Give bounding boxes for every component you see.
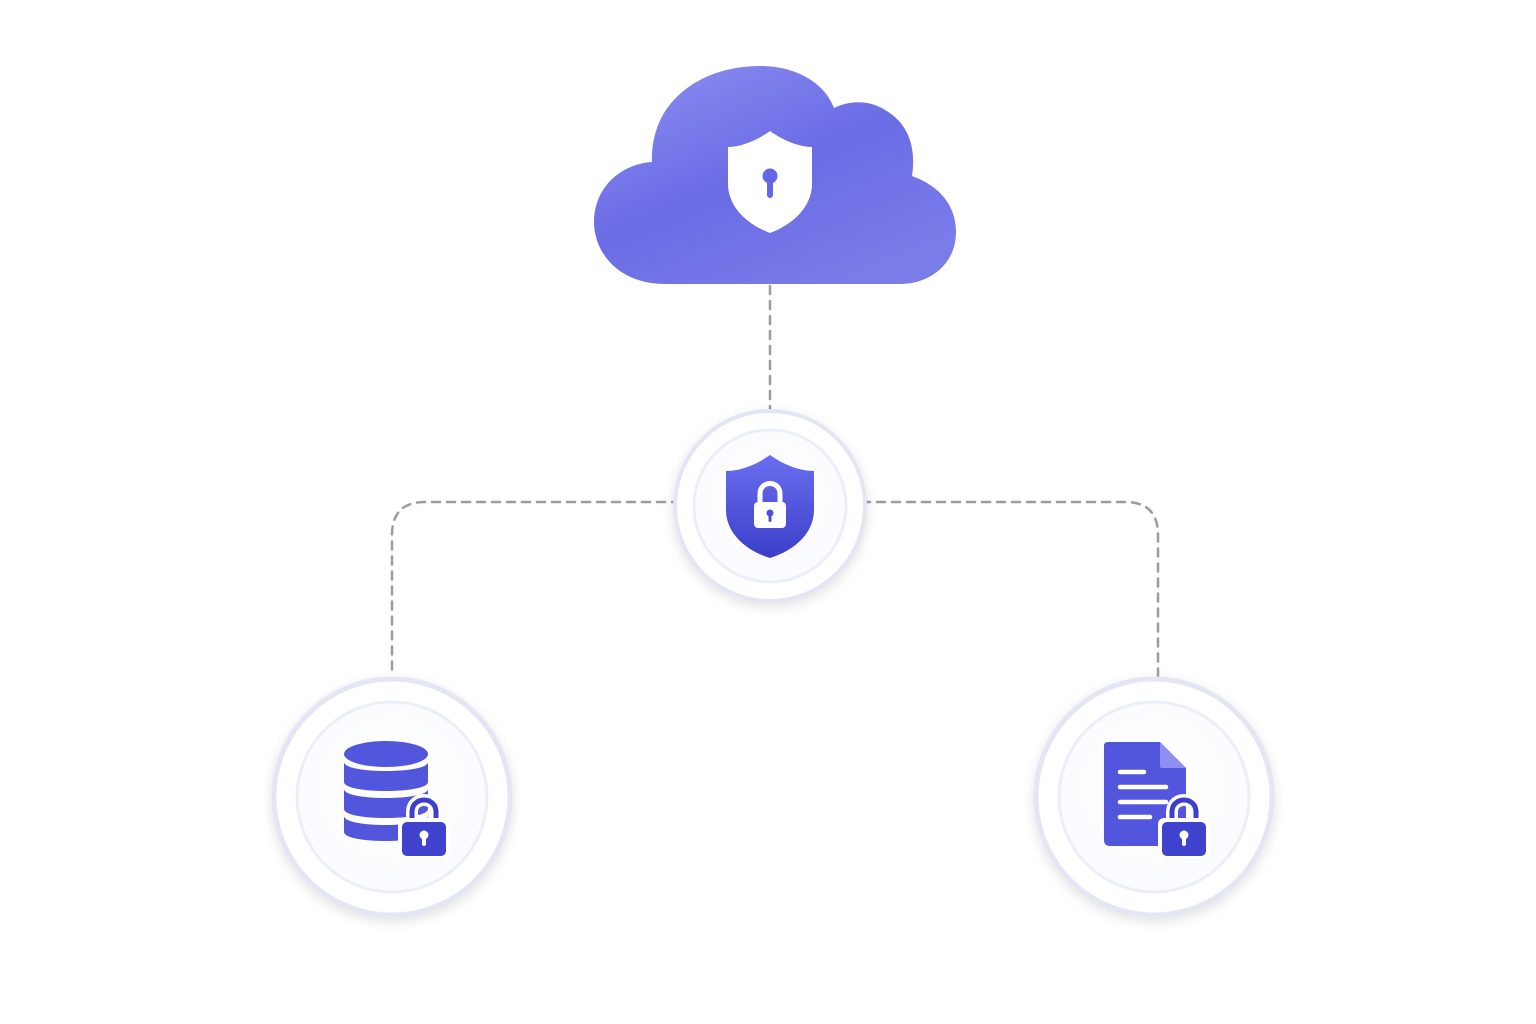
connectors: [390, 284, 1160, 678]
shield-keyhole-icon: [728, 131, 812, 233]
database-lock-icon: [344, 741, 450, 858]
connector-hub-to-document: [860, 500, 1160, 678]
security-hub-node: [673, 409, 867, 603]
padlock-icon: [398, 794, 450, 858]
connector-hub-to-database: [390, 500, 682, 678]
document-node: [1033, 676, 1275, 918]
document-lock-icon: [1104, 742, 1210, 858]
shield-lock-icon: [726, 455, 814, 558]
cloud-node: [594, 66, 956, 284]
padlock-icon: [1158, 794, 1210, 858]
database-node: [271, 676, 513, 918]
